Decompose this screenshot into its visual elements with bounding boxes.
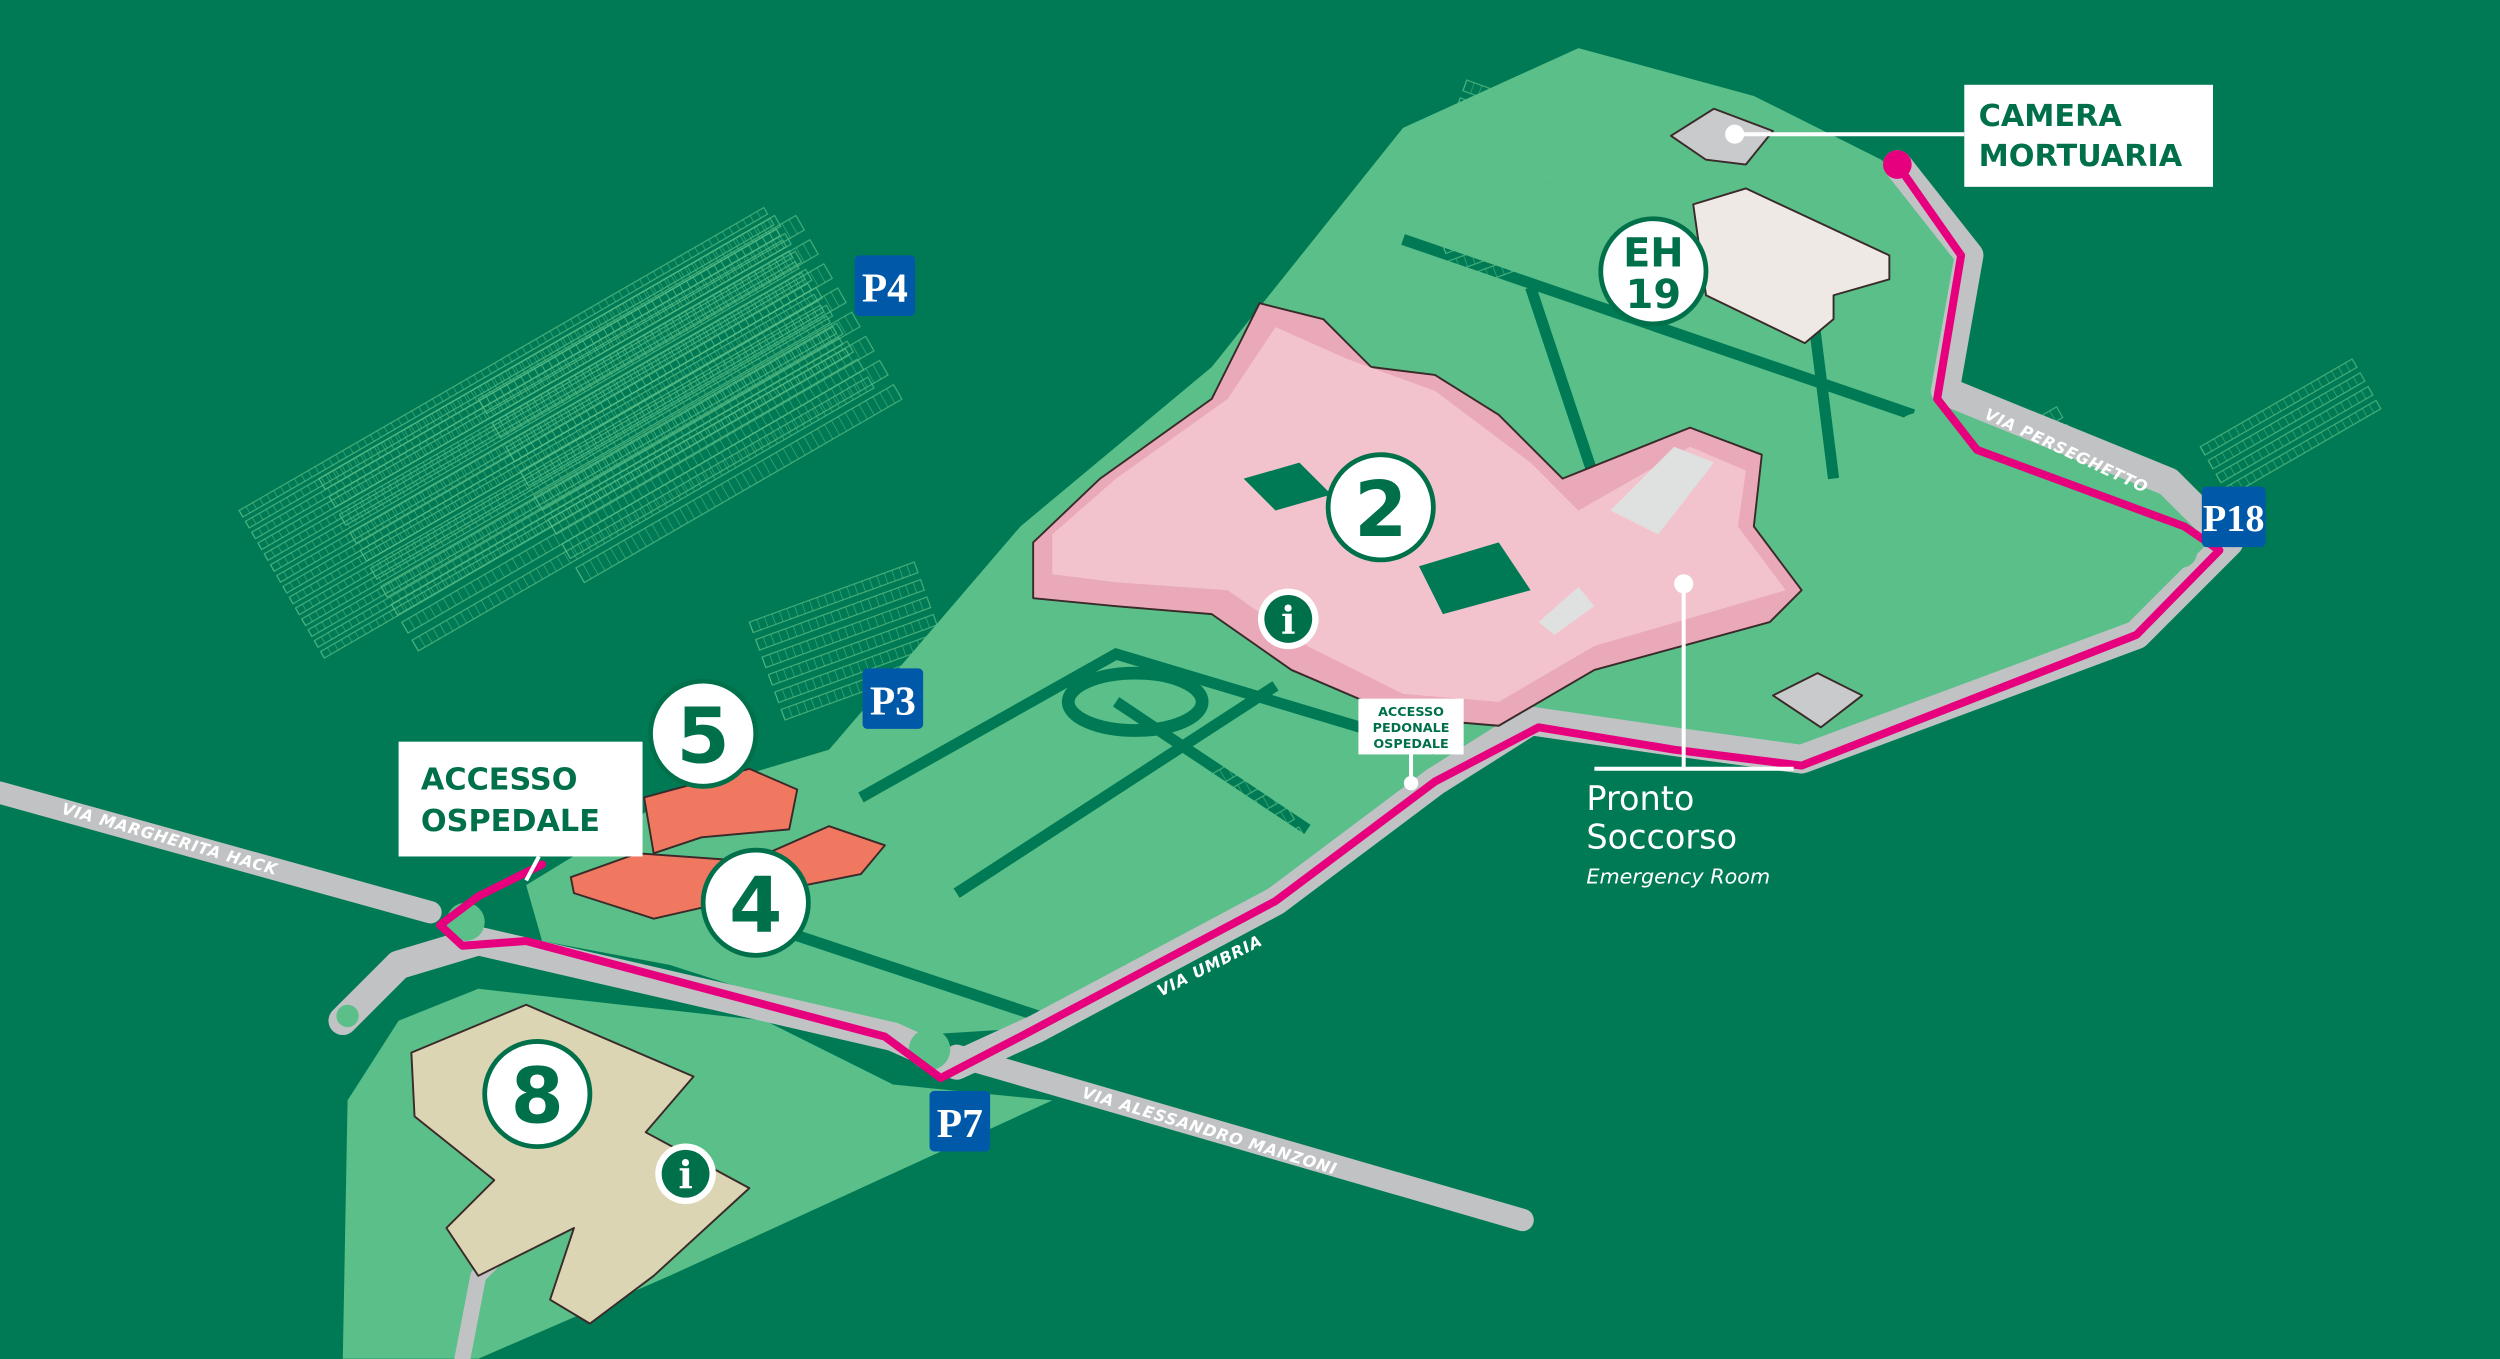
svg-text:P18: P18 bbox=[2203, 498, 2265, 540]
badge-building-4[interactable]: 4 bbox=[700, 847, 811, 958]
street-via-alessandro-manzoni: VIA ALESSANDRO MANZONI bbox=[1080, 1083, 1340, 1179]
parking-p4[interactable]: P4 bbox=[854, 255, 916, 316]
svg-text:Pronto: Pronto bbox=[1586, 779, 1694, 818]
svg-text:Soccorso: Soccorso bbox=[1586, 818, 1737, 857]
access-route bbox=[436, 160, 2224, 1083]
svg-text:4: 4 bbox=[729, 861, 782, 950]
svg-text:8: 8 bbox=[511, 1053, 564, 1142]
parking-p18[interactable]: P18 bbox=[2201, 486, 2266, 548]
parking-lot bbox=[477, 214, 903, 584]
svg-text:19: 19 bbox=[1626, 272, 1681, 318]
roundabouts bbox=[336, 413, 2198, 1071]
info-icon[interactable]: i bbox=[1257, 588, 1319, 650]
svg-text:i: i bbox=[678, 1153, 693, 1198]
parking-p3[interactable]: P3 bbox=[862, 668, 924, 729]
mortuary-pin bbox=[1725, 124, 1745, 144]
callout-accesso-ospedale[interactable]: ACCESSO OSPEDALE bbox=[398, 741, 643, 857]
parking-lot bbox=[318, 214, 875, 652]
small-building bbox=[1772, 672, 1864, 729]
callout-pronto-soccorso[interactable]: Pronto Soccorso Emergency Room bbox=[1586, 779, 1770, 888]
er-pin bbox=[1674, 574, 1694, 594]
badge-building-5[interactable]: 5 bbox=[648, 678, 759, 789]
route-end-marker bbox=[1882, 150, 1912, 179]
svg-text:P7: P7 bbox=[937, 1100, 983, 1146]
svg-text:EH: EH bbox=[1623, 231, 1684, 277]
parking-lot bbox=[748, 561, 951, 721]
svg-text:i: i bbox=[1281, 598, 1296, 643]
parking-p7[interactable]: P7 bbox=[929, 1090, 991, 1152]
parking-lot bbox=[1434, 157, 1641, 292]
svg-text:P3: P3 bbox=[870, 678, 916, 724]
street-via-margherita-hack: VIA MARGHERITA HACK bbox=[59, 799, 280, 879]
svg-text:P4: P4 bbox=[862, 265, 908, 311]
svg-text:ACCESSO: ACCESSO bbox=[421, 763, 578, 798]
badge-building-2[interactable]: 2 bbox=[1325, 452, 1436, 563]
svg-text:MORTUARIA: MORTUARIA bbox=[1979, 139, 2183, 174]
parking-lot bbox=[2199, 358, 2382, 498]
svg-text:PEDONALE: PEDONALE bbox=[1373, 721, 1450, 736]
svg-text:OSPEDALE: OSPEDALE bbox=[421, 804, 600, 839]
parking-lots bbox=[238, 79, 2382, 920]
badge-building-eh19[interactable]: EH 19 bbox=[1598, 216, 1709, 327]
pedestrian-access-pin bbox=[1403, 775, 1419, 791]
building-camera-mortuaria[interactable] bbox=[1669, 107, 1774, 166]
svg-text:5: 5 bbox=[677, 692, 730, 781]
building-5[interactable] bbox=[643, 767, 799, 855]
building-eh19[interactable] bbox=[1692, 187, 1891, 345]
badge-building-8[interactable]: 8 bbox=[482, 1039, 593, 1150]
info-icon[interactable]: i bbox=[655, 1143, 716, 1205]
parking-lot bbox=[1115, 748, 1307, 920]
callout-accesso-pedonale[interactable]: ACCESSO PEDONALE OSPEDALE bbox=[1358, 698, 1464, 755]
svg-text:Emergency Room: Emergency Room bbox=[1586, 865, 1770, 889]
callout-camera-mortuaria[interactable]: CAMERA MORTUARIA bbox=[1964, 84, 2214, 187]
svg-text:ACCESSO: ACCESSO bbox=[1378, 705, 1444, 720]
svg-text:OSPEDALE: OSPEDALE bbox=[1373, 737, 1448, 752]
svg-text:2: 2 bbox=[1354, 466, 1407, 555]
svg-text:CAMERA: CAMERA bbox=[1979, 99, 2123, 134]
